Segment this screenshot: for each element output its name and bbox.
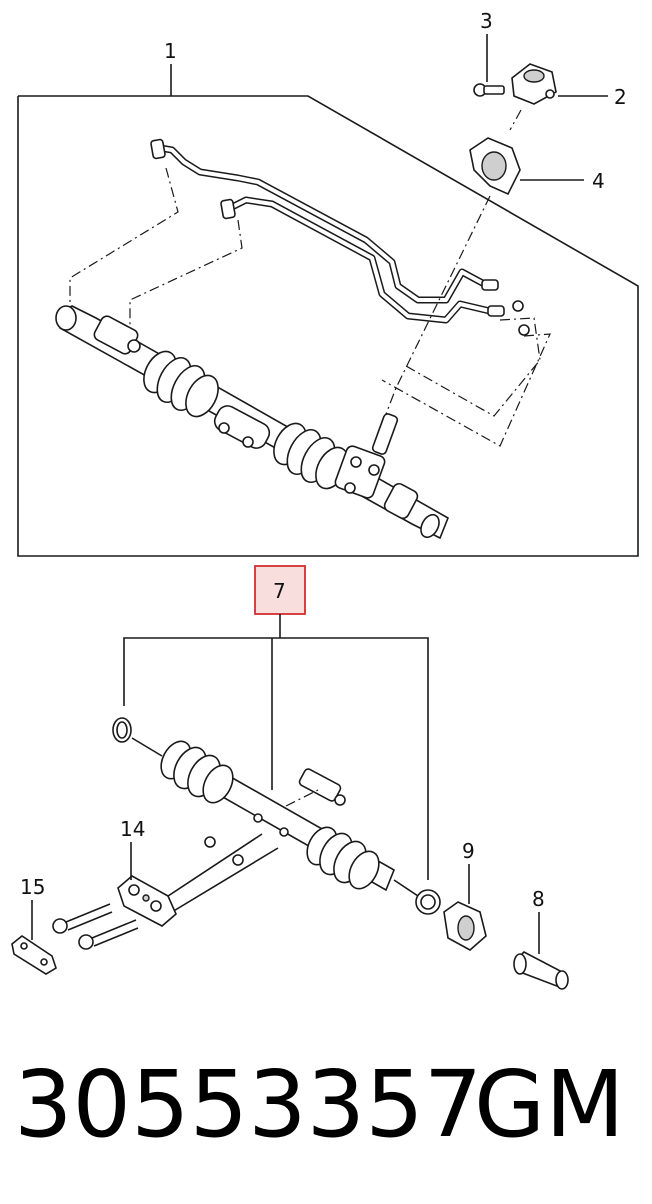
clamp-plate-part-14 <box>117 875 177 927</box>
rack-assembly-part-7 <box>112 717 441 915</box>
bolt-part-3 <box>473 83 505 97</box>
left-bellows-boot <box>143 350 219 418</box>
callout-7-label: 7 <box>273 579 286 603</box>
callout-2-label: 2 <box>614 85 627 109</box>
callout-14-label: 14 <box>120 817 145 841</box>
callout-4-label: 4 <box>592 169 605 193</box>
callout-1: 1 <box>164 39 177 96</box>
callout-3-label: 3 <box>480 9 493 33</box>
callout-7-highlighted: 7 <box>123 565 429 880</box>
part-number: 30553357 <box>14 1051 483 1158</box>
callout-1-label: 1 <box>164 39 177 63</box>
callout-9: 9 <box>462 839 475 904</box>
top-leader-lines <box>69 109 551 447</box>
callout-9-label: 9 <box>462 839 475 863</box>
callout-3: 3 <box>480 9 493 82</box>
rubber-mount-part-4 <box>469 137 521 196</box>
callout-14: 14 <box>120 817 145 880</box>
hydraulic-pipes <box>150 138 530 336</box>
callout-4: 4 <box>520 169 605 193</box>
rack-right-bellows-boot <box>306 826 380 890</box>
callout-2: 2 <box>558 85 627 109</box>
mounting-bolts <box>52 903 139 950</box>
right-bellows-boot <box>273 422 349 490</box>
callout-15: 15 <box>20 875 45 940</box>
sleeve-part-8 <box>513 951 569 990</box>
callout-8: 8 <box>532 887 545 954</box>
bushing-part-9 <box>443 901 487 951</box>
shim-plate-part-15 <box>11 935 57 975</box>
lower-leader-lines <box>161 833 279 919</box>
rack-left-bellows-boot <box>160 740 234 804</box>
bracket-part-2 <box>511 63 557 105</box>
steering-rack-housing <box>55 305 450 540</box>
brand-name: GM <box>474 1051 625 1158</box>
steering-gear-assembly-frame <box>17 95 639 557</box>
callout-15-label: 15 <box>20 875 45 899</box>
callout-8-label: 8 <box>532 887 545 911</box>
